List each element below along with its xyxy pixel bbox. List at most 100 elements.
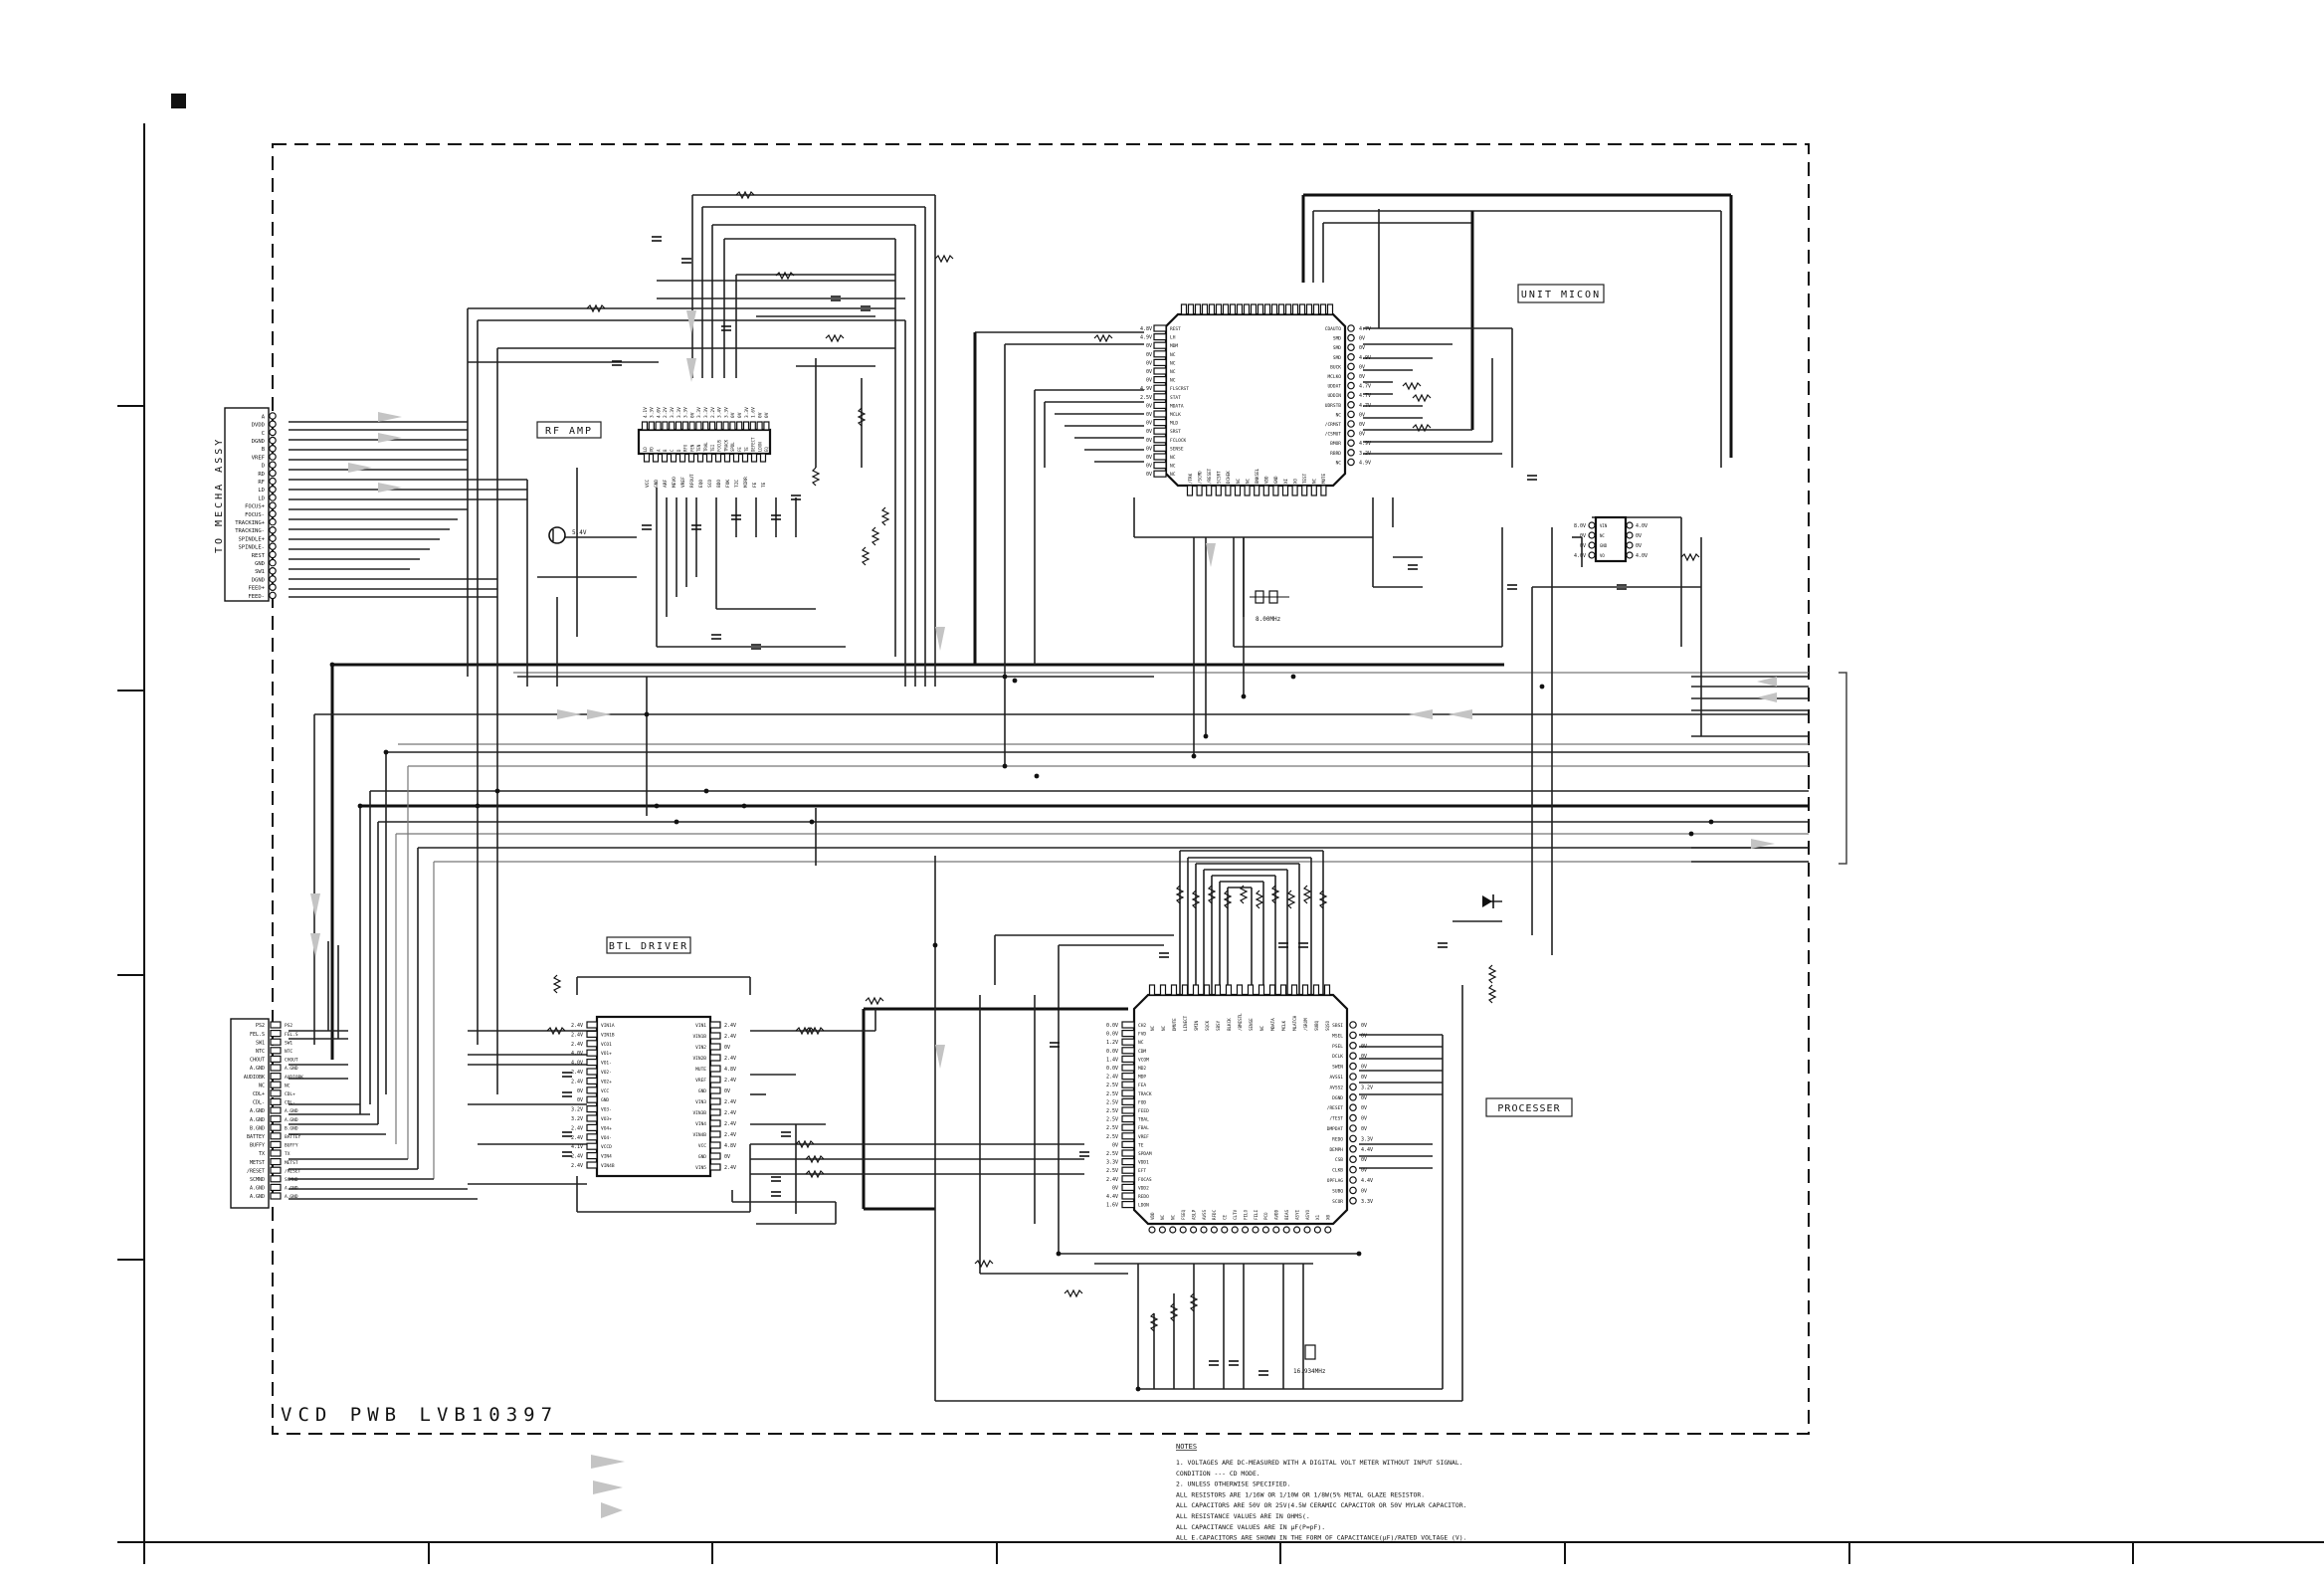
btl-right-pin xyxy=(709,1141,721,1149)
proc-top-pin xyxy=(1301,984,1309,996)
mecha-pin-label: TRACKING- xyxy=(235,528,265,534)
proc-bottom-pin xyxy=(1169,1226,1177,1234)
lower-pin xyxy=(270,1132,282,1140)
rf-top-volt: 3.3V xyxy=(723,407,729,418)
rf-top-pin xyxy=(736,421,743,431)
proc-bottom-pin xyxy=(1313,1226,1322,1234)
rf-top-pin xyxy=(688,421,695,431)
micon-top-pin xyxy=(1291,303,1299,315)
proc-right-name: DEMPH xyxy=(1329,1147,1343,1153)
resistor xyxy=(857,407,867,427)
proc-left-name: VREF xyxy=(1138,1134,1149,1140)
mecha-pin-label: RF xyxy=(258,480,265,486)
micon-left-pin xyxy=(1153,462,1167,470)
micon-right-name: RBRD xyxy=(1330,451,1341,457)
proc-top-name: /SROM xyxy=(1303,1018,1308,1031)
micon-right-volt: 4.7V xyxy=(1359,384,1371,390)
btl-left-volt: 2.4V xyxy=(571,1125,583,1131)
btl-left-volt: 4.0V xyxy=(571,1051,583,1057)
lower-net-label: /RESET xyxy=(285,1168,301,1174)
micon-bottom-pin xyxy=(1225,485,1232,496)
aux-left-volt: 0V xyxy=(1580,543,1586,549)
lower-pin xyxy=(270,1055,282,1064)
micon-right-name: BUCK xyxy=(1330,364,1341,370)
proc-top-pin xyxy=(1170,984,1178,996)
resistor xyxy=(1286,889,1296,909)
notes-line: ALL CAPACITANCE VALUES ARE IN µF(P=pF). xyxy=(1176,1523,1325,1531)
proc-right-name: AVSS2 xyxy=(1329,1085,1343,1090)
proc-left-pin xyxy=(1121,1123,1135,1131)
micon-left-pin xyxy=(1153,453,1167,461)
proc-left-volt: 2.5V xyxy=(1106,1117,1118,1123)
proc-right-volt: 0V xyxy=(1361,1033,1367,1039)
micon-left-volt: 0V xyxy=(1146,464,1152,470)
micon-left-pin xyxy=(1153,401,1167,409)
lower-net-label: FEL.S xyxy=(285,1032,298,1038)
proc-left-name: REDO xyxy=(1138,1194,1149,1200)
aux-right-pin xyxy=(1626,521,1634,529)
btl-left-pin xyxy=(586,1030,598,1039)
proc-crystal-label: 16.934MHz xyxy=(1293,1368,1326,1375)
btl-right-name: VCC xyxy=(698,1143,706,1149)
notes-line: ALL CAPACITORS ARE 50V OR 25V(4.5W CERAM… xyxy=(1176,1501,1466,1509)
proc-bottom-name: ASLP xyxy=(1191,1209,1196,1220)
btl-right-pin xyxy=(709,1076,721,1084)
proc-left-volt: 1.6V xyxy=(1106,1203,1118,1209)
proc-top-pin xyxy=(1236,984,1244,996)
signal-flow-arrows xyxy=(310,310,1777,1069)
proc-top-name: DMUTE xyxy=(1172,1018,1177,1031)
micon-right-volt: 4.9V xyxy=(1359,460,1371,466)
micon-bottom-name: NC xyxy=(1245,478,1250,484)
lower-net-label: SCMND xyxy=(285,1177,298,1183)
micon-top-pin xyxy=(1180,303,1188,315)
proc-top-pin xyxy=(1258,984,1265,996)
micon-left-name: NC xyxy=(1170,352,1176,358)
btl-right-name: VIN4B xyxy=(692,1132,706,1138)
proc-left-volt: 2.4V xyxy=(1106,1075,1118,1081)
proc-left-pin xyxy=(1121,1132,1135,1140)
mecha-pin xyxy=(269,494,277,501)
lower-pin xyxy=(270,1021,282,1029)
resistor xyxy=(1487,984,1497,1004)
micon-bottom-pin xyxy=(1272,485,1279,496)
proc-top-name: NC xyxy=(1259,1025,1264,1031)
btl-left-pin xyxy=(586,1104,598,1113)
micon-bottom-pin xyxy=(1186,485,1194,496)
rf-bottom-name: SCO xyxy=(707,480,713,488)
rf-top-pin xyxy=(641,421,649,431)
proc-right-volt: 0V xyxy=(1361,1126,1367,1132)
lower-pin-label: CDL- xyxy=(253,1100,265,1106)
aux-right-pin xyxy=(1626,551,1634,559)
micon-right-pin xyxy=(1347,362,1355,371)
rf-bottom-pin xyxy=(643,453,651,463)
micon-right-name: /CRMST xyxy=(1325,422,1342,428)
lower-pin-label: NTC xyxy=(256,1049,265,1055)
rf-top-pin xyxy=(756,421,763,431)
proc-left-pin xyxy=(1121,1183,1135,1192)
proc-right-volt: 3.3V xyxy=(1361,1136,1373,1142)
micon-bottom-name: XO xyxy=(1292,478,1297,484)
lower-net-label: A.GND xyxy=(285,1186,298,1192)
proc-top-name: NC xyxy=(1161,1025,1166,1031)
proc-left-name: VDD1 xyxy=(1138,1160,1149,1166)
btl-left-pin xyxy=(586,1040,598,1048)
proc-bottom-name: AVDD xyxy=(1274,1209,1279,1220)
proc-right-pin xyxy=(1349,1103,1357,1112)
micon-top-pin xyxy=(1298,303,1306,315)
rf-bottom-pin xyxy=(759,453,767,463)
mecha-pin-label: B xyxy=(262,447,266,453)
lower-net-label: BUFFY xyxy=(285,1143,298,1149)
proc-right-pin xyxy=(1349,1145,1357,1153)
rf-bottom-pin xyxy=(714,453,722,463)
mecha-pin-label: GND xyxy=(255,561,265,567)
junction-dot xyxy=(1012,678,1018,684)
proc-right-volt: 4.4V xyxy=(1361,1147,1373,1153)
rf-top-pin xyxy=(729,421,736,431)
proc-left-volt: 4.4V xyxy=(1106,1194,1118,1200)
proc-left-name: FOCAS xyxy=(1138,1177,1152,1183)
lower-net-label: B.GND xyxy=(285,1125,298,1131)
micon-left-volt: 0V xyxy=(1146,343,1152,349)
micon-left-pin xyxy=(1153,436,1167,444)
btl-right-pin xyxy=(709,1065,721,1073)
junction-dot xyxy=(1135,1386,1141,1392)
